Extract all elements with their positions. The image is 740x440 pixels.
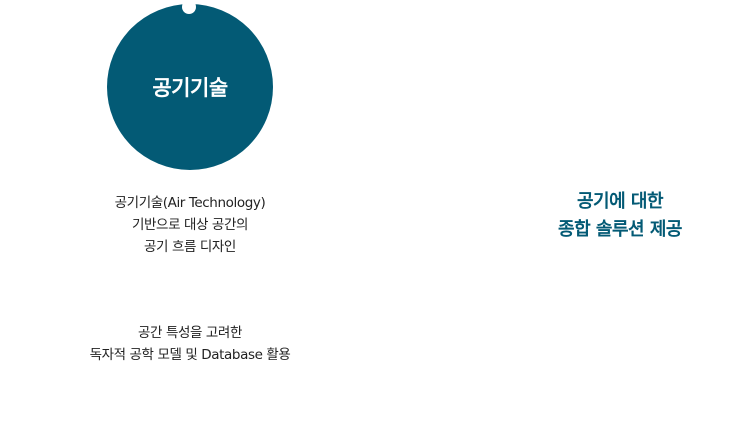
summary-line: 공기에 대한	[576, 191, 664, 212]
description-line: 공기 흐름 디자인	[144, 239, 236, 255]
summary-text: 공기에 대한 종합 솔루션 제공	[520, 188, 720, 244]
connector-dot	[182, 0, 196, 14]
air-technology-circle: 공기기술	[107, 4, 273, 170]
description-line: 기반으로 대상 공간의	[132, 217, 248, 233]
description-line: 독자적 공학 모델 및 Database 활용	[89, 347, 291, 363]
description-air-flow: 공기기술(Air Technology) 기반으로 대상 공간의 공기 흐름 디…	[60, 192, 320, 258]
description-engineering-model: 공간 특성을 고려한 독자적 공학 모델 및 Database 활용	[40, 322, 340, 366]
description-line: 공간 특성을 고려한	[138, 325, 242, 341]
description-line: 공기기술(Air Technology)	[114, 195, 266, 211]
circle-label: 공기기술	[152, 76, 228, 100]
summary-line: 종합 솔루션 제공	[558, 219, 682, 240]
